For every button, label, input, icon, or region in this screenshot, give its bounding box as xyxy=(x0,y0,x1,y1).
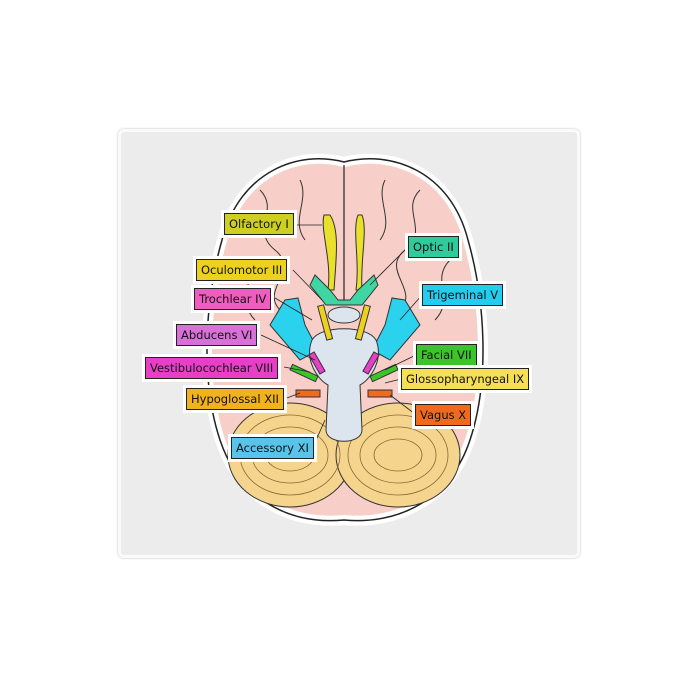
label-hypoglossal: Hypoglossal XII xyxy=(186,388,284,410)
label-accessory: Accessory XI xyxy=(231,437,314,459)
label-vestibulocochlear: Vestibulocochlear VIII xyxy=(145,357,279,379)
label-oculomotor: Oculomotor III xyxy=(196,259,288,281)
label-olfactory: Olfactory I xyxy=(224,213,294,235)
label-trigeminal: Trigeminal V xyxy=(422,284,504,306)
trigeminal-nerves xyxy=(269,297,421,361)
label-trochlear: Trochlear IV xyxy=(194,288,272,310)
label-vagus: Vagus X xyxy=(415,404,472,426)
label-abducens: Abducens VI xyxy=(176,324,258,346)
label-glossopharyngeal: Glossopharyngeal IX xyxy=(401,368,530,390)
label-optic: Optic II xyxy=(408,236,459,258)
label-facial: Facial VII xyxy=(416,344,477,366)
brainstem xyxy=(309,306,379,442)
